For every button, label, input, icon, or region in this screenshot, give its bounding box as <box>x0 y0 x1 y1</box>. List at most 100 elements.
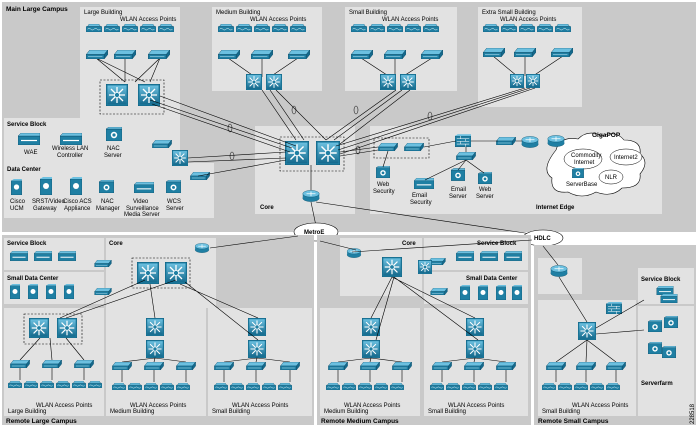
core-switch-box <box>279 136 345 172</box>
gigapop-label: GigaPOP <box>592 132 621 139</box>
rm-service-block-label: Service Block <box>477 241 517 247</box>
extra-small-building-label: Extra Small Building <box>482 10 536 16</box>
data-center-label: Data Center <box>7 167 41 173</box>
core-wan-router <box>302 190 320 202</box>
rl-core-switch-b <box>165 262 187 284</box>
rm-medium-building-label: Medium Building <box>324 409 368 415</box>
link-bundle-marks <box>227 105 433 161</box>
rl-medium-building-label: Medium Building <box>110 409 154 415</box>
rs-wan-router <box>550 265 568 277</box>
large-building-distribution-box <box>99 79 165 115</box>
rl-large-wlan-label: WLAN Access Points <box>36 403 92 409</box>
core-label: Core <box>260 205 274 211</box>
svg-text:UCM: UCM <box>10 206 24 212</box>
rm-small-wlan-label: WLAN Access Points <box>448 403 504 409</box>
rl-small-building-label: Small Building <box>212 409 250 415</box>
rs-links <box>542 245 645 382</box>
small-building-wlan-label: WLAN Access Points <box>382 17 438 23</box>
rl-small-wlan-label: WLAN Access Points <box>232 403 288 409</box>
rs-serverfarm-label: Serverfarm <box>641 381 673 387</box>
web-server-label-2: Server <box>476 194 494 200</box>
web-security-label-1: Web <box>377 182 390 188</box>
svg-text:Server: Server <box>166 206 184 212</box>
rl-wan-router <box>194 243 210 253</box>
email-security-label-1: Email <box>412 193 427 199</box>
svg-text:WCS: WCS <box>167 199 181 205</box>
rs-building-panel <box>538 300 636 416</box>
nlr-label: NLR <box>605 175 618 181</box>
core-panel <box>255 126 355 214</box>
serverbase-label: ServerBase <box>566 182 598 188</box>
main-backbone-links <box>149 87 546 237</box>
nlr-cloud <box>598 169 624 185</box>
main-building-links <box>95 55 564 83</box>
large-building-label: Large Building <box>84 10 122 16</box>
internet-edge-dmz-box <box>373 137 430 159</box>
rl-medium-wlan-label: WLAN Access Points <box>130 403 186 409</box>
rl-large-dist-box <box>23 313 83 345</box>
large-building-wlan-label: WLAN Access Points <box>120 17 176 23</box>
commodity-label-2: Internet <box>574 160 595 166</box>
email-server-label-1: Email <box>451 187 466 193</box>
rl-core-box <box>131 257 191 289</box>
email-security-label-2: Security <box>410 200 432 206</box>
internet2-label: Internet2 <box>614 155 638 161</box>
medium-building-wlan-label: WLAN Access Points <box>250 17 306 23</box>
internet-edge-links <box>382 140 522 181</box>
commodity-label-1: Commodity <box>571 153 601 159</box>
rs-access-points <box>542 383 620 390</box>
svg-text:Manager: Manager <box>96 206 120 212</box>
rs-building-switches <box>546 362 626 370</box>
small-building-label: Small Building <box>349 10 387 16</box>
nac-label-2: Server <box>104 153 122 159</box>
service-block-label: Service Block <box>7 122 47 128</box>
svg-text:Appliance: Appliance <box>64 206 91 212</box>
web-security-label-2: Security <box>373 189 395 195</box>
svg-text:Cisco ACS: Cisco ACS <box>63 199 92 205</box>
rm-dc-switch <box>430 288 448 295</box>
data-center-labels: Cisco UCM SRST/Video Gateway Cisco ACS A… <box>10 199 184 218</box>
wae-label: WAE <box>24 150 37 156</box>
rs-core-switch <box>578 322 596 340</box>
remote-small-label: Remote Small Campus <box>538 418 609 425</box>
metroe-label: MetroE <box>304 230 324 236</box>
rl-large-building-label: Large Building <box>8 409 46 415</box>
core-switch-b <box>316 141 340 165</box>
hdlc-label: HDLC <box>534 236 551 242</box>
svg-text:Video: Video <box>133 199 149 205</box>
rl-building-links <box>19 279 291 382</box>
rs-small-building-label: Small Building <box>542 409 580 415</box>
internet-edge-label: Internet Edge <box>536 205 575 211</box>
serverbase-device <box>572 168 584 178</box>
internet2-cloud <box>609 148 643 166</box>
rm-core-panel <box>340 238 422 296</box>
rm-medium-wlan-label: WLAN Access Points <box>344 403 400 409</box>
rs-fw-appliance <box>606 302 622 314</box>
wan-links <box>209 235 533 253</box>
svg-text:Media Server: Media Server <box>124 212 160 218</box>
extra-small-building-panel <box>478 7 582 107</box>
rm-core-label: Core <box>402 241 416 247</box>
remote-medium-label: Remote Medium Campus <box>321 418 399 425</box>
gigapop-router <box>547 135 565 147</box>
rm-small-dc-label: Small Data Center <box>466 276 518 282</box>
svg-text:Cisco: Cisco <box>10 199 26 205</box>
rl-core-label: Core <box>109 241 123 247</box>
medium-building-label: Medium Building <box>216 10 260 16</box>
wlc-label-2: Controller <box>57 153 83 159</box>
main-campus-label: Main Large Campus <box>6 6 68 13</box>
web-server-label-1: Web <box>479 187 492 193</box>
rm-small-building-label: Small Building <box>428 409 466 415</box>
remote-large-label: Remote Large Campus <box>6 418 77 425</box>
rl-core-switch-a <box>137 262 159 284</box>
rs-service-block-label: Service Block <box>641 277 681 283</box>
email-server-label-2: Server <box>449 194 467 200</box>
svg-text:Gateway: Gateway <box>33 206 57 212</box>
nac-server-device <box>106 127 122 141</box>
svg-text:NAC: NAC <box>101 199 114 205</box>
commodity-internet-cloud <box>563 148 603 170</box>
svg-text:Surveillance: Surveillance <box>126 206 159 212</box>
rs-wlan-label: WLAN Access Points <box>572 403 628 409</box>
rm-core-switch <box>382 257 402 277</box>
